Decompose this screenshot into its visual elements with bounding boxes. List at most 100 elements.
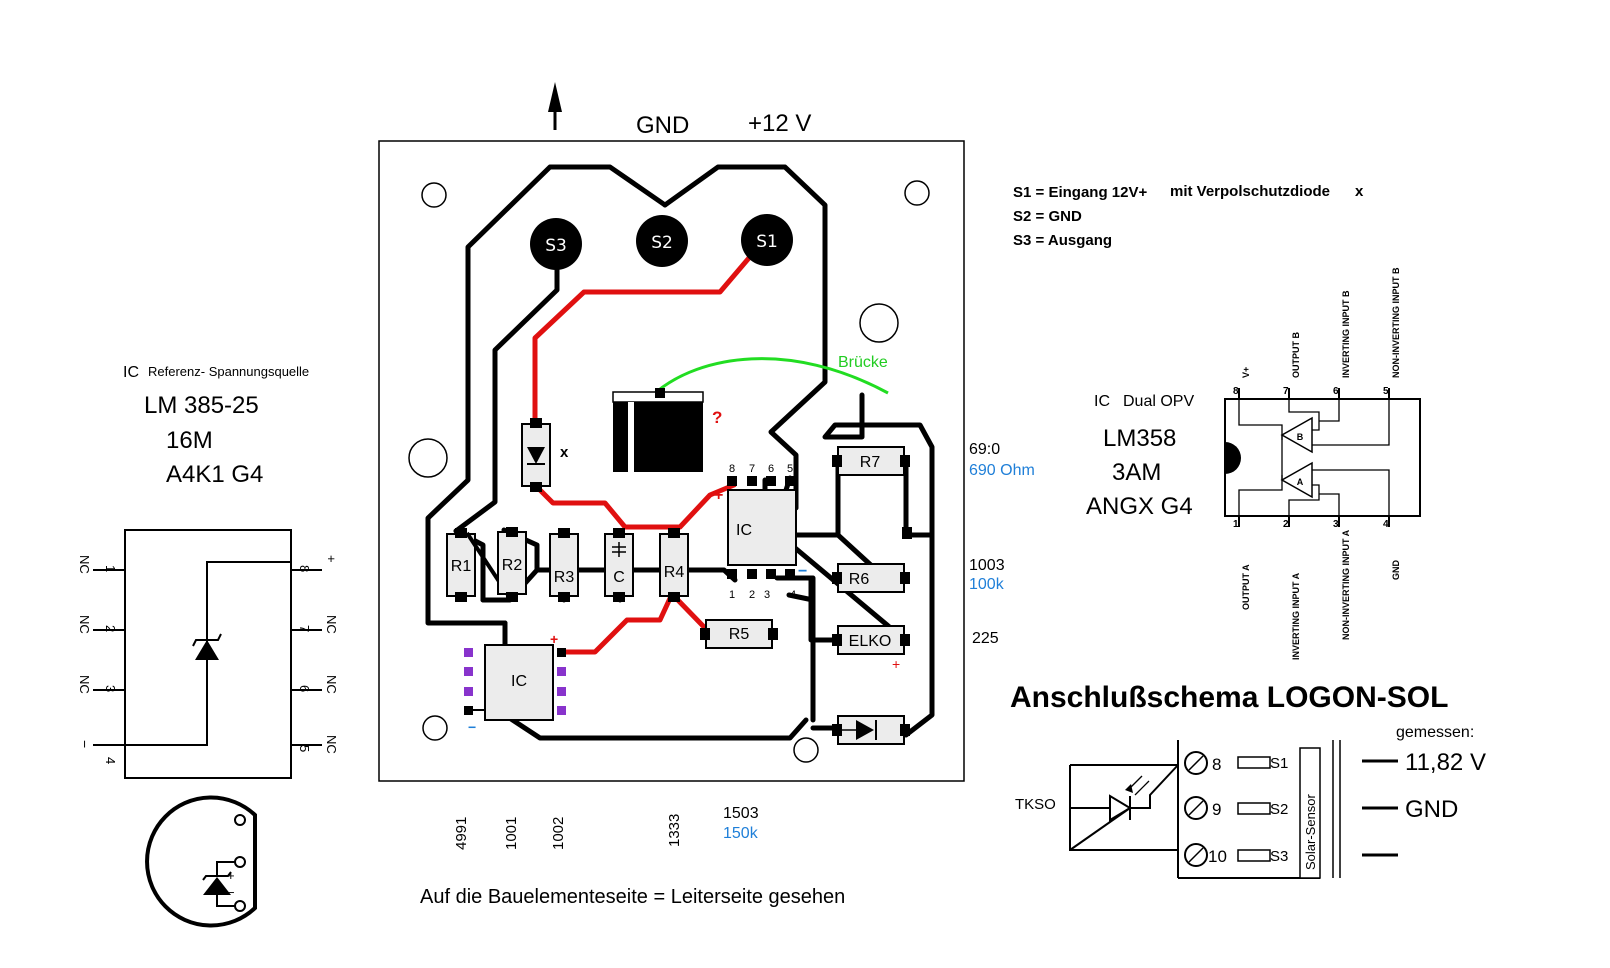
svg-text:+: + — [324, 555, 339, 563]
ic-lm358-board: IC — [727, 476, 797, 579]
svg-text:R6: R6 — [849, 571, 870, 588]
svg-text:OUTPUT B: OUTPUT B — [1291, 332, 1301, 378]
amp-a-label: A — [1297, 477, 1304, 487]
svg-text:IC: IC — [511, 673, 527, 690]
svg-text:V+: V+ — [1241, 367, 1251, 378]
pad-s3: S3 — [530, 218, 582, 270]
elko: ELKO — [832, 625, 910, 655]
svg-text:7: 7 — [1283, 386, 1289, 397]
svg-text:R2: R2 — [502, 557, 523, 574]
elko-plus: + — [892, 656, 900, 672]
legend-s2: S2 = GND — [1013, 208, 1082, 225]
left-ic-title: Referenz- Spannungsquelle — [148, 364, 309, 379]
value-r1: 4991 — [453, 817, 470, 850]
svg-text:S2: S2 — [651, 233, 673, 253]
value-r7-ohm: 690 Ohm — [969, 462, 1035, 479]
right-ic-pin-nums: 8 7 6 5 1 2 3 4 — [1233, 386, 1389, 530]
svg-text:4: 4 — [790, 589, 796, 601]
svg-text:R1: R1 — [451, 558, 472, 575]
svg-text:3: 3 — [764, 589, 770, 601]
bridge-label: Brücke — [838, 354, 888, 371]
right-ic-title: Dual OPV — [1123, 393, 1194, 410]
left-ic-package — [93, 529, 322, 779]
svg-text:R7: R7 — [860, 454, 881, 471]
svg-text:NC: NC — [77, 675, 92, 694]
svg-text:R5: R5 — [729, 626, 750, 643]
right-ic-part: LM358 — [1103, 425, 1176, 452]
svg-text:8: 8 — [1212, 755, 1221, 774]
resistor-r2: R2 — [497, 527, 527, 602]
diode-bottom — [832, 715, 910, 745]
value-r5: 1503 — [723, 805, 759, 822]
svg-text:8: 8 — [729, 463, 735, 475]
resistor-r5: R5 — [700, 619, 778, 649]
svg-text:3: 3 — [1333, 519, 1339, 530]
svg-text:5: 5 — [787, 463, 793, 475]
ic-lm385-board: IC — [464, 644, 566, 721]
svg-text:R4: R4 — [664, 564, 685, 581]
ic-top-pin-numbers: 8 7 6 5 — [729, 463, 793, 475]
svg-text:2: 2 — [749, 589, 755, 601]
logon-terminal-block — [1069, 740, 1398, 879]
left-ic-code2: A4K1 G4 — [166, 461, 263, 488]
svg-text:8: 8 — [1233, 386, 1239, 397]
svg-text:INVERTING INPUT B: INVERTING INPUT B — [1341, 290, 1351, 378]
svg-text:7: 7 — [297, 625, 312, 632]
svg-text:ELKO: ELKO — [849, 633, 892, 650]
svg-text:IC: IC — [736, 522, 752, 539]
svg-text:2: 2 — [1283, 519, 1289, 530]
svg-text:6: 6 — [1333, 386, 1339, 397]
svg-text:5: 5 — [297, 745, 312, 752]
legend-s1-note: mit Verpolschutzdiode — [1170, 183, 1330, 200]
v12-header: +12 V — [748, 110, 811, 137]
amp-b-label: B — [1297, 432, 1304, 442]
ref-minus-mark: − — [468, 719, 476, 735]
value-elko: 225 — [972, 630, 999, 647]
value-r6: 1003 — [969, 557, 1005, 574]
right-ic-pin-names: V+ OUTPUT B INVERTING INPUT B NON-INVERT… — [1241, 267, 1401, 660]
legend-s1-mark: x — [1355, 183, 1364, 200]
right-ic-prefix: IC — [1094, 393, 1110, 410]
to92-package — [145, 795, 257, 928]
svg-text:S1: S1 — [756, 232, 778, 252]
svg-text:10: 10 — [1208, 847, 1227, 866]
svg-text:7: 7 — [749, 463, 755, 475]
pad-r7-right — [902, 527, 912, 539]
svg-text:Solar-Sensor: Solar-Sensor — [1303, 793, 1318, 870]
svg-text:6: 6 — [297, 685, 312, 692]
right-ic-package — [1224, 388, 1421, 527]
logon-terminal-labels: 8 9 10 S1 S2 S3 Solar-Sensor — [1208, 755, 1318, 870]
logon-tkso: TKSO — [1015, 796, 1056, 813]
svg-text:S1: S1 — [1270, 755, 1288, 772]
svg-text:NON-INVERTING INPUT B: NON-INVERTING INPUT B — [1391, 267, 1401, 378]
value-r5-k: 150k — [723, 825, 759, 842]
svg-text:S3: S3 — [1270, 848, 1288, 865]
svg-text:C: C — [613, 569, 625, 586]
svg-text:INVERTING INPUT A: INVERTING INPUT A — [1291, 572, 1301, 660]
mounting-holes — [408, 180, 930, 763]
left-ic-pin-labels: NC 1 NC 2 NC 3 − 4 + 8 NC 7 NC 6 NC 5 — [77, 555, 339, 764]
footer-caption: Auf die Bauelementeseite = Leiterseite g… — [420, 886, 845, 908]
left-ic-part: LM 385-25 — [144, 392, 259, 419]
svg-text:6: 6 — [768, 463, 774, 475]
svg-text:GND: GND — [1391, 560, 1401, 581]
ic-plus-mark: + — [714, 487, 723, 504]
diode-mark: x — [560, 444, 569, 461]
svg-text:NON-INVERTING INPUT A: NON-INVERTING INPUT A — [1341, 529, 1351, 640]
reading-s2: GND — [1405, 796, 1458, 823]
to92-plus: + — [227, 868, 235, 883]
value-r2: 1001 — [503, 817, 520, 850]
up-arrow-icon — [548, 82, 562, 130]
bridge-wire — [654, 357, 889, 395]
svg-text:2: 2 — [103, 625, 118, 632]
resistor-r6: R6 — [832, 563, 910, 593]
pad-s2: S2 — [636, 215, 688, 267]
resistor-r3: R3 — [549, 528, 579, 602]
ref-plus-mark: + — [550, 631, 558, 647]
svg-text:5: 5 — [1383, 386, 1389, 397]
svg-text:9: 9 — [1212, 800, 1221, 819]
svg-text:8: 8 — [297, 565, 312, 572]
value-r7: 69:0 — [969, 441, 1000, 458]
pad-s1: S1 — [741, 214, 793, 266]
